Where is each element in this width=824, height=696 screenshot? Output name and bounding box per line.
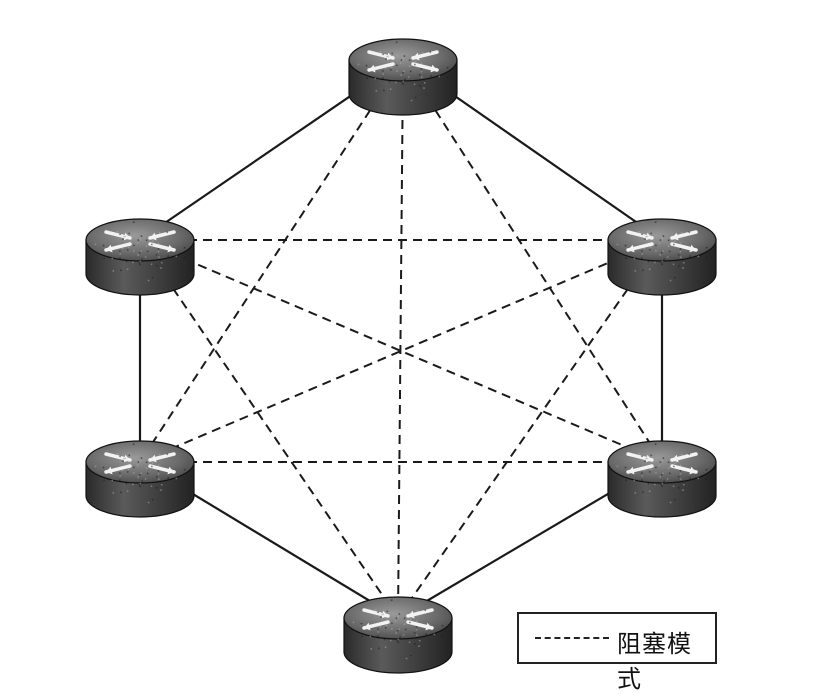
- blocked-link-r-bottom-r-upper-left: [139, 239, 399, 619]
- routers-layer: [85, 38, 717, 674]
- blocked-link-r-lower-right-r-upper-left: [139, 239, 663, 463]
- router-lower-left-icon: [85, 440, 195, 518]
- legend-blocked-label: 阻塞模式: [617, 630, 692, 693]
- legend: 阻塞模式: [517, 612, 717, 693]
- blocked-link-r-upper-right-r-bottom: [397, 239, 663, 619]
- router-upper-right-icon: [607, 218, 717, 296]
- blocked-link-r-top-r-bottom: [397, 59, 404, 619]
- router-top-icon: [348, 38, 458, 116]
- router-bottom-icon: [343, 596, 453, 674]
- router-upper-left-icon: [85, 218, 195, 296]
- legend-dashed-line-sample: [535, 637, 609, 639]
- router-lower-right-icon: [607, 440, 717, 518]
- links-layer: [138, 59, 664, 619]
- blocked-link-r-top-r-lower-left: [139, 59, 404, 463]
- blocked-link-r-top-r-lower-right: [402, 59, 663, 463]
- blocked-link-r-upper-right-r-lower-left: [139, 239, 663, 463]
